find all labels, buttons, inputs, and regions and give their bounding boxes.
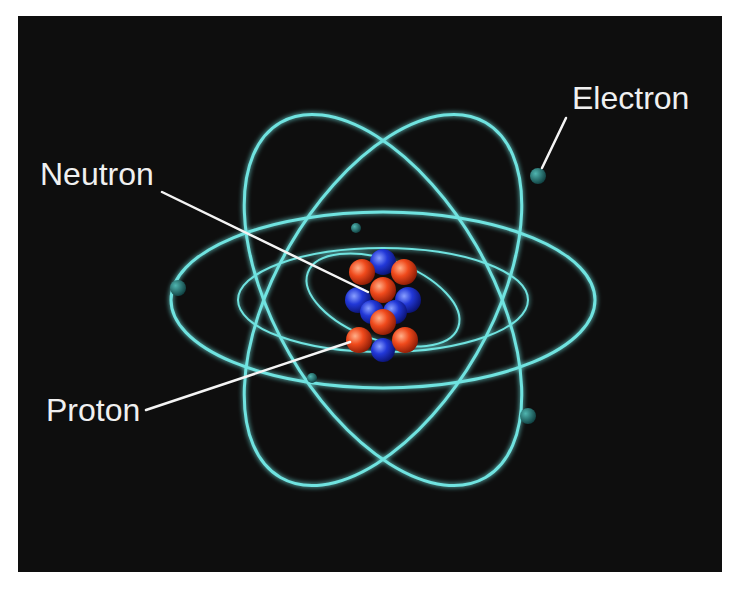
electrons: [170, 168, 546, 424]
proton-ball: [346, 327, 372, 353]
proton-ball: [392, 327, 418, 353]
proton-ball: [391, 259, 417, 285]
background: [18, 16, 722, 572]
proton-ball: [370, 309, 396, 335]
leader-line: [162, 192, 368, 292]
neutron-ball: [371, 338, 395, 362]
proton-ball: [370, 277, 396, 303]
part-label: Neutron: [40, 158, 154, 190]
part-label: Proton: [46, 394, 140, 426]
orbits: [171, 68, 595, 531]
electron-dot: [351, 223, 361, 233]
electron-dot: [530, 168, 546, 184]
proton-ball: [349, 259, 375, 285]
electron-dot: [307, 373, 317, 383]
nucleus: [345, 249, 421, 362]
electron-dot: [520, 408, 536, 424]
part-label: Electron: [572, 82, 689, 114]
leader-lines: [146, 118, 566, 410]
orbit: [171, 212, 595, 388]
orbit: [187, 68, 579, 531]
leader-line: [146, 342, 350, 410]
electron-dot: [170, 280, 186, 296]
leader-line: [542, 118, 566, 168]
orbit: [187, 68, 579, 531]
orbit: [294, 235, 472, 365]
